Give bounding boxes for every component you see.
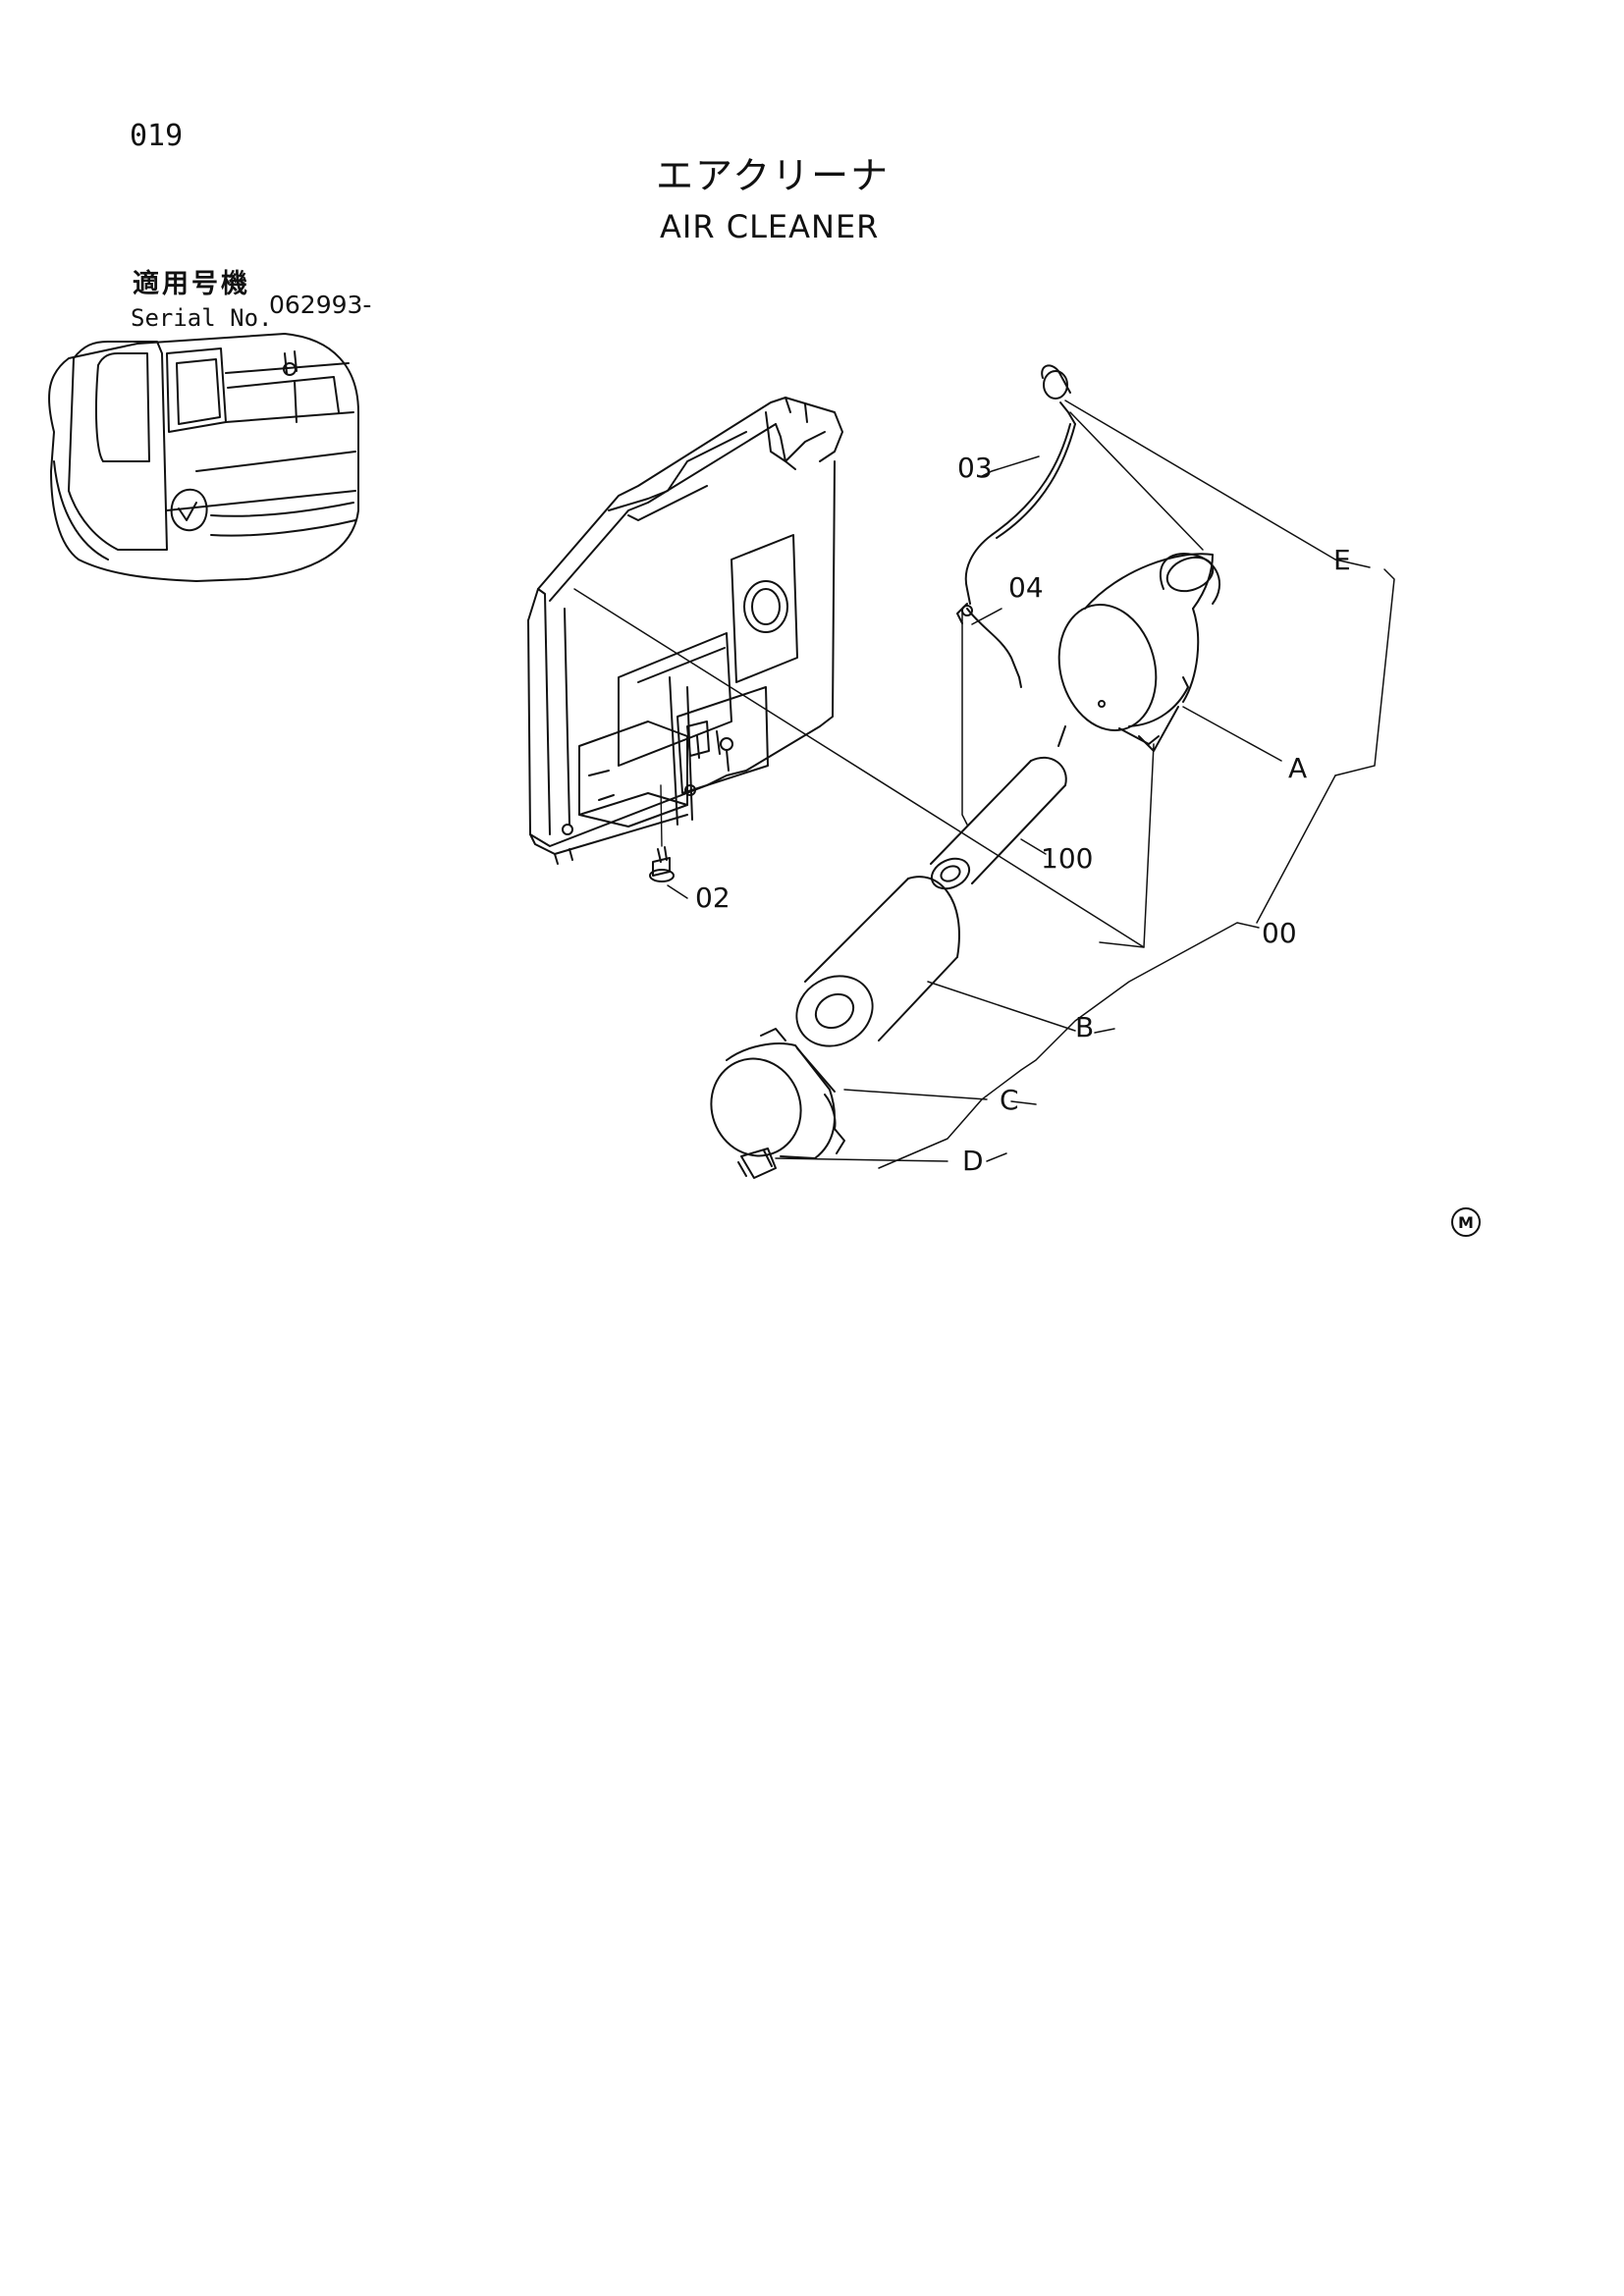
element-100 — [930, 725, 1067, 890]
callout-c: C — [1000, 1084, 1019, 1116]
callout-02: 02 — [695, 881, 731, 914]
callout-100: 100 — [1041, 842, 1093, 875]
callout-a: A — [1288, 752, 1307, 784]
cover-c — [710, 1028, 845, 1159]
bolt-02 — [649, 784, 675, 882]
title-english: AIR CLEANER — [660, 208, 880, 245]
mounting-bracket — [527, 397, 843, 865]
valve-d — [737, 1148, 777, 1179]
title-japanese: エアクリーナ — [656, 154, 891, 197]
circled-m-mark: M — [1451, 1207, 1481, 1237]
excavator-thumbnail — [48, 333, 359, 582]
callout-b: B — [1075, 1011, 1094, 1043]
page-number: 019 — [130, 119, 184, 153]
callout-04: 04 — [1008, 571, 1044, 604]
callout-00: 00 — [1262, 917, 1297, 949]
callout-labels: 03 04 E A 100 02 00 B C D — [695, 452, 1351, 1177]
callout-03: 03 — [957, 452, 993, 484]
serial-number-value: 062993- — [269, 291, 372, 319]
element-b — [795, 876, 960, 1047]
callout-e: E — [1333, 544, 1351, 576]
restriction-indicator-wire — [956, 364, 1076, 688]
air-cleaner-body-a — [1057, 553, 1221, 752]
serial-label-english: Serial No. — [131, 304, 273, 332]
serial-label-japanese: 適用号機 — [133, 269, 250, 299]
callout-d: D — [962, 1145, 984, 1177]
leader-lines — [573, 400, 1395, 1169]
